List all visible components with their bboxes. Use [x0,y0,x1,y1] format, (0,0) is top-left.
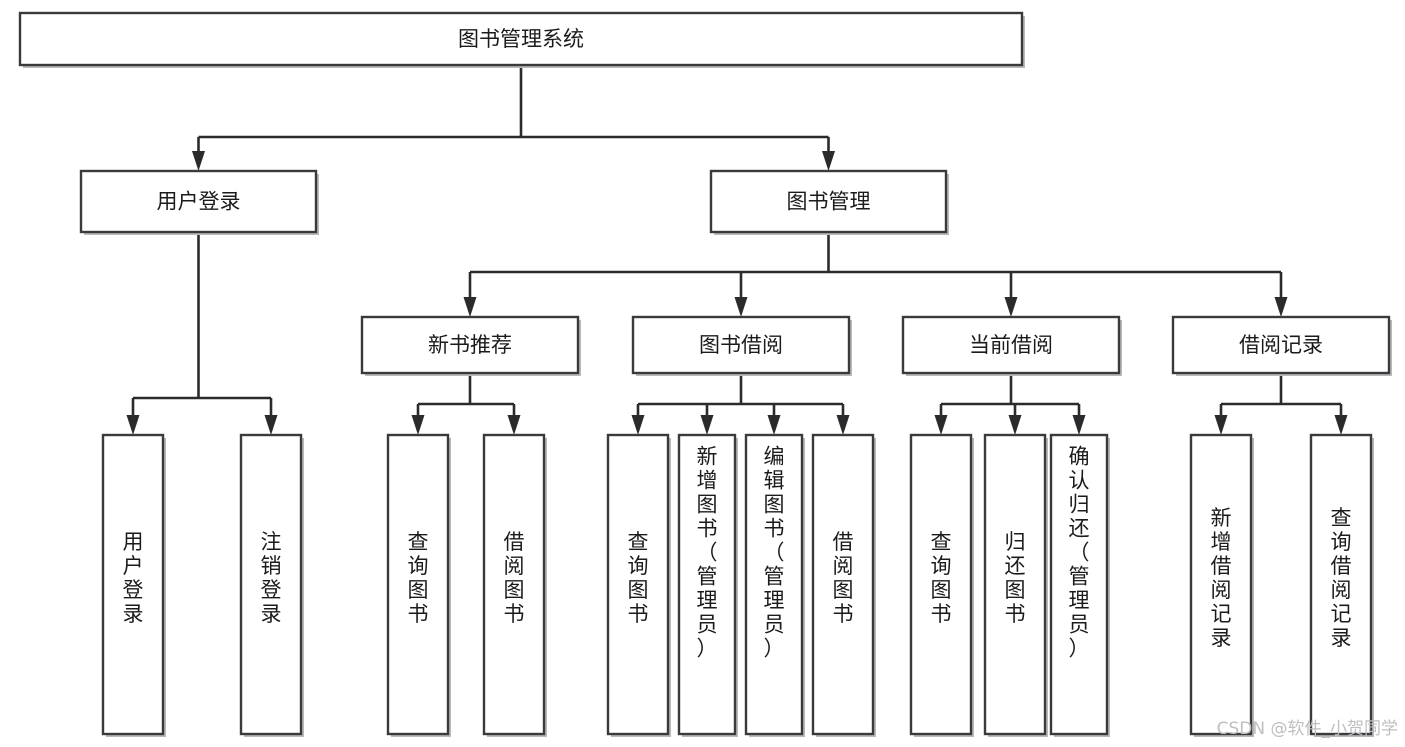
node-label: 查询借阅记录 [1331,506,1352,650]
node-label: 当前借阅 [969,333,1053,357]
node-root[interactable]: 图书管理系统 [18,11,1025,68]
node-label: 用户登录 [123,530,144,626]
node-leaf-query-book-1[interactable]: 查询图书 [386,433,451,737]
node-label: 图书管理 [787,190,871,214]
node-label: 确认归还（管理员） [1069,445,1090,661]
node-leaf-return-book[interactable]: 归还图书 [983,433,1048,737]
node-leaf-borrow-book-2[interactable]: 借阅图书 [811,433,876,737]
node-box[interactable] [909,433,973,736]
arrow-head-icon [700,415,714,435]
node-box[interactable] [18,11,1024,67]
arrow-head-icon [411,415,425,435]
node-leaf-logout[interactable]: 注销登录 [239,433,304,737]
node-box[interactable] [631,315,851,375]
node-label: 新增借阅记录 [1211,506,1232,650]
node-leaf-borrow-book-1[interactable]: 借阅图书 [482,433,547,737]
node-box[interactable] [811,433,875,736]
arrow-head-icon [126,415,140,435]
arrow-head-icon [1334,415,1348,435]
arrow-head-icon [734,297,748,317]
arrow-head-icon [192,151,205,171]
node-box[interactable] [606,433,670,736]
arrow-head-icon [836,415,850,435]
csdn-watermark: CSDN @软件_小贺同学 [1217,719,1398,739]
arrow-head-icon [1004,297,1018,317]
node-leaf-query-book-3[interactable]: 查询图书 [909,433,974,737]
arrow-head-icon [767,415,781,435]
node-box[interactable] [482,433,546,736]
node-leaf-user-login[interactable]: 用户登录 [101,433,166,737]
node-leaf-query-book-2[interactable]: 查询图书 [606,433,671,737]
node-label: 编辑图书（管理员） [764,445,785,661]
node-user-login[interactable]: 用户登录 [79,169,319,235]
node-label: 借阅图书 [504,530,525,626]
node-label: 注销登录 [261,530,282,626]
node-box[interactable] [386,433,450,736]
node-leaf-add-record[interactable]: 新增借阅记录 [1189,433,1254,737]
node-box[interactable] [677,433,737,736]
node-box[interactable] [1171,315,1391,375]
node-box[interactable] [901,315,1121,375]
node-label: 查询图书 [628,530,649,626]
node-box[interactable] [744,433,804,736]
node-box[interactable] [1309,433,1373,736]
node-label: 图书管理系统 [458,27,584,51]
arrow-head-icon [1008,415,1022,435]
node-book-manage[interactable]: 图书管理 [709,169,949,235]
node-layer: 图书管理系统用户登录图书管理新书推荐图书借阅当前借阅借阅记录用户登录注销登录查询… [18,11,1392,737]
node-box[interactable] [709,169,948,234]
arrow-head-icon [1274,297,1288,317]
node-box[interactable] [79,169,318,234]
node-label: 图书借阅 [699,333,783,357]
node-leaf-edit-book[interactable]: 编辑图书（管理员） [744,433,805,737]
node-leaf-query-record[interactable]: 查询借阅记录 [1309,433,1374,737]
node-label: 用户登录 [157,190,241,214]
node-leaf-confirm-return[interactable]: 确认归还（管理员） [1049,433,1110,737]
arrow-head-icon [822,151,835,171]
node-box[interactable] [983,433,1047,736]
node-new-book-rec[interactable]: 新书推荐 [360,315,581,376]
arrow-head-icon [1214,415,1228,435]
node-current-borrow[interactable]: 当前借阅 [901,315,1122,376]
node-label: 查询图书 [931,530,952,626]
node-label: 归还图书 [1005,530,1026,626]
arrow-head-icon [507,415,521,435]
node-book-borrow[interactable]: 图书借阅 [631,315,852,376]
arrow-head-icon [631,415,645,435]
arrow-head-icon [1072,415,1086,435]
node-label: 新书推荐 [428,333,512,357]
node-box[interactable] [360,315,580,375]
node-label: 查询图书 [408,530,429,626]
arrow-head-icon [463,297,477,317]
connector-layer [126,65,1348,435]
node-box[interactable] [1189,433,1253,736]
node-box[interactable] [239,433,303,736]
arrow-head-icon [934,415,948,435]
node-label: 借阅记录 [1239,333,1323,357]
node-leaf-add-book[interactable]: 新增图书（管理员） [677,433,738,737]
arrow-head-icon [264,415,278,435]
node-box[interactable] [101,433,165,736]
node-label: 借阅图书 [833,530,854,626]
node-borrow-record[interactable]: 借阅记录 [1171,315,1392,376]
node-label: 新增图书（管理员） [697,445,718,661]
node-box[interactable] [1049,433,1109,736]
